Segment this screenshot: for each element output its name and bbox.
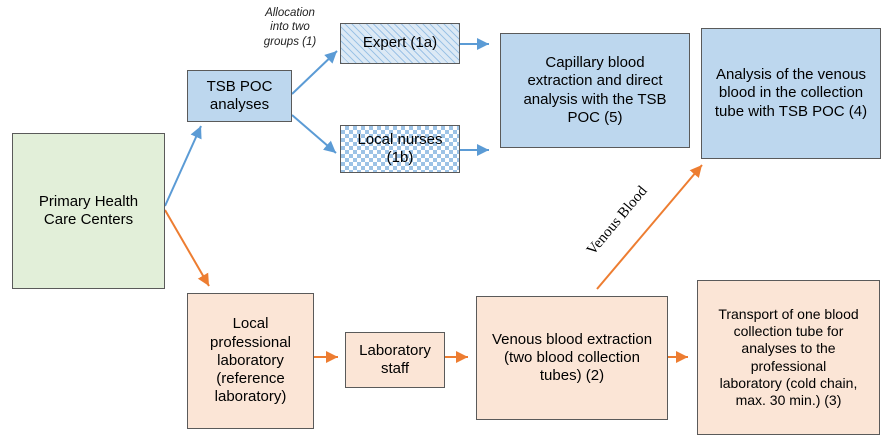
node-primary-health-care: Primary Health Care Centers <box>12 133 165 289</box>
node-local-laboratory-label: Local professional laboratory (reference… <box>210 315 291 406</box>
node-tsb-poc-analyses: TSB POC analyses <box>187 70 292 122</box>
allocation-note: Allocation into two groups (1) <box>263 7 317 48</box>
node-venous-analysis-label: Analysis of the venous blood in the coll… <box>714 66 868 120</box>
arrow-primary-to-lab <box>164 209 210 287</box>
node-expert: Expert (1a) <box>340 23 460 64</box>
node-capillary-blood-label: Capillary blood extraction and direct an… <box>523 53 667 126</box>
node-laboratory-staff: Laboratory staff <box>345 332 445 388</box>
node-local-laboratory: Local professional laboratory (reference… <box>187 293 314 429</box>
arrow-venous-blood <box>596 164 703 290</box>
node-transport: Transport of one blood collection tube f… <box>697 280 880 435</box>
node-local-nurses-label: Local nurses (1b) <box>357 130 443 166</box>
node-tsb-poc-analyses-label: TSB POC analyses <box>206 77 273 113</box>
node-primary-health-care-label: Primary Health Care Centers <box>38 192 139 228</box>
node-expert-label: Expert (1a) <box>362 34 438 52</box>
node-local-nurses: Local nurses (1b) <box>340 125 460 173</box>
node-venous-extraction-label: Venous blood extraction (two blood colle… <box>491 330 653 385</box>
node-transport-label: Transport of one blood collection tube f… <box>718 306 859 408</box>
node-venous-extraction: Venous blood extraction (two blood colle… <box>476 296 668 420</box>
arrow-tsb-to-nurses <box>291 114 337 154</box>
node-capillary-blood: Capillary blood extraction and direct an… <box>500 33 690 148</box>
node-laboratory-staff-label: Laboratory staff <box>359 341 431 377</box>
node-venous-analysis: Analysis of the venous blood in the coll… <box>701 28 881 159</box>
arrow-primary-to-tsb <box>164 125 202 207</box>
arrow-tsb-to-expert <box>291 50 338 95</box>
